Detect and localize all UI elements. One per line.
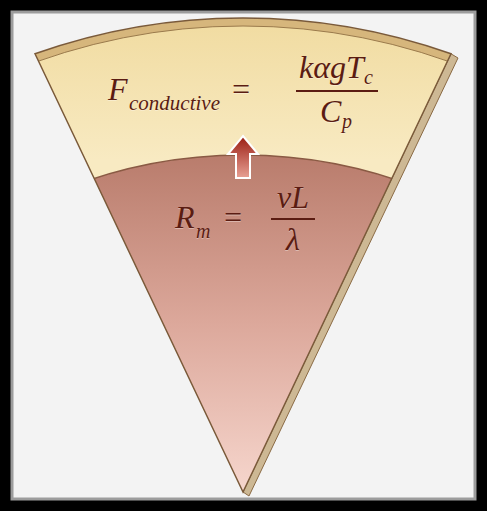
- inner-core-layer: [0, 155, 487, 511]
- formula-term: m: [196, 220, 210, 242]
- fraction-bar: [271, 218, 315, 220]
- formula-term: vL: [277, 180, 309, 215]
- formula-term: =: [230, 72, 252, 107]
- formula-term: R: [175, 200, 195, 235]
- formula-term: C: [320, 94, 341, 129]
- formula-region: Rm = vL λ: [175, 180, 311, 260]
- formula-term: =: [222, 200, 244, 235]
- formula-term: p: [342, 110, 352, 132]
- formula-term: conductive: [129, 92, 220, 115]
- formula-region: Fconductive = kαgTcCp: [108, 50, 375, 134]
- formula-term: kαgT: [299, 50, 364, 85]
- formula-term: F: [108, 72, 128, 107]
- wedge-outline: [35, 18, 451, 492]
- flow-arrow: [228, 136, 258, 178]
- wedge-layers: [0, 18, 487, 511]
- fraction-bar: [296, 90, 378, 92]
- formula-term: c: [364, 66, 373, 88]
- formula-term: λ: [286, 222, 300, 257]
- outer-shell-layer: [0, 26, 487, 511]
- crust-layer: [0, 18, 487, 511]
